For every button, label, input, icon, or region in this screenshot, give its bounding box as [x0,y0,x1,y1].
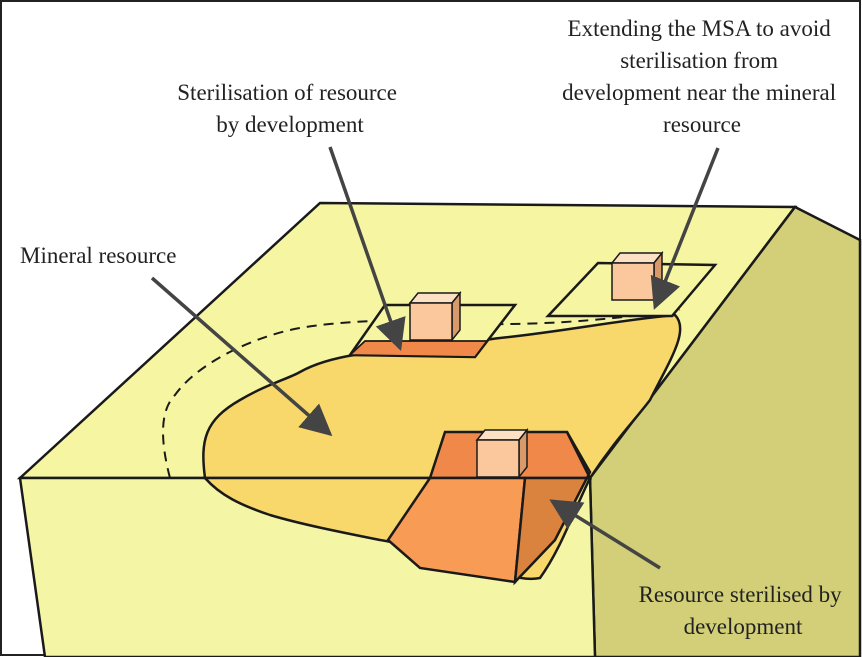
development-footprint-left [347,340,489,358]
label-extending-line-2: sterilisation from [620,48,778,73]
label-extending-msa: Extending the MSA to avoid sterilisation… [562,16,842,137]
arrow-sterilisation-by-development [328,146,406,351]
label-sterilisation-by-development: Sterilisation of resource by development [177,80,402,137]
arrow-resource-sterilised [549,499,661,570]
arrow-extending-msa [650,147,720,310]
sterilised-resource-front [386,476,527,584]
building-right [610,250,664,303]
msa-buffer-dashed-line [162,309,681,479]
label-sterilisation-line-1: Sterilisation of resource [177,80,397,105]
label-resource-sterilised: Resource sterilised by development [639,582,848,639]
building-centre [475,427,529,480]
label-sterilisation-line-2: by development [216,112,364,137]
label-mineral-resource: Mineral resource [20,243,176,268]
label-extending-line-1: Extending the MSA to avoid [568,16,832,41]
label-sterilised-line-1: Resource sterilised by [639,582,843,607]
label-extending-line-3: development near the mineral [562,80,836,105]
label-sterilised-line-2: development [684,614,803,639]
arrow-mineral-resource [150,276,333,437]
building-left [408,290,462,343]
label-extending-line-4: resource [663,112,741,137]
